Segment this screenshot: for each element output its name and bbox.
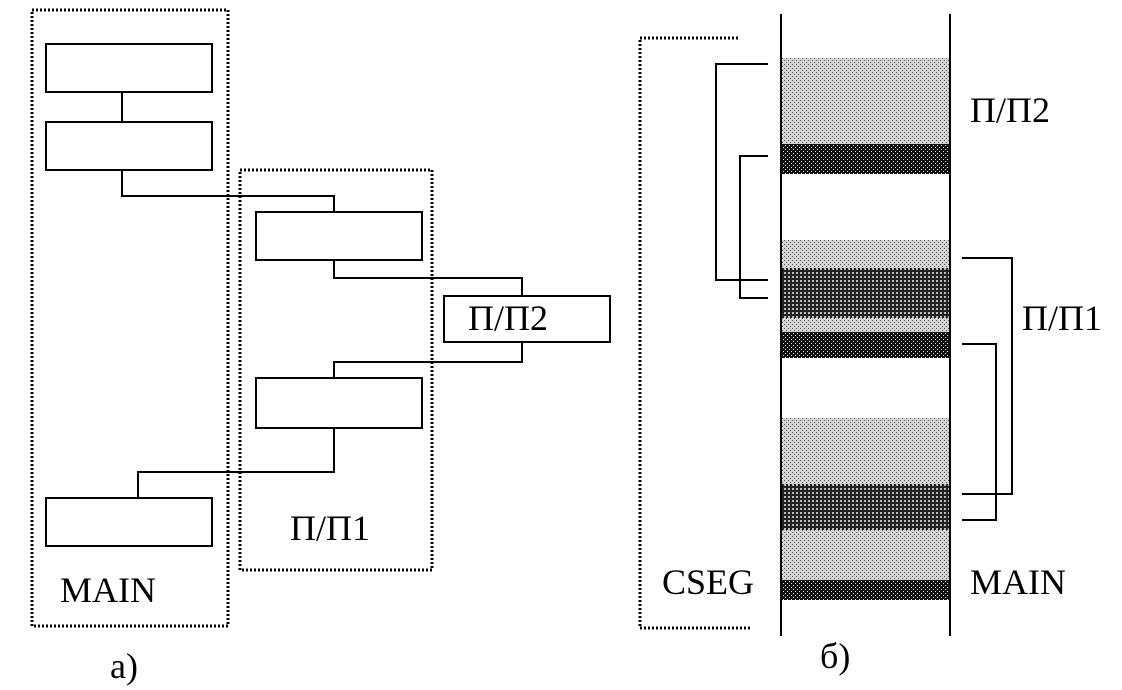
- pp1-module-frame: [238, 168, 434, 572]
- pp1-block-2: [255, 377, 423, 429]
- connector-pp1-to-pp2: [333, 260, 523, 296]
- diagram-a: П/П2 П/П1 MAIN а): [30, 8, 611, 686]
- main-block-3: [45, 497, 213, 547]
- caption-b: б): [820, 636, 850, 676]
- pp2-label: П/П2: [970, 90, 1050, 130]
- pp1-block-1: [255, 211, 423, 261]
- bracket-right-outer: [962, 257, 1013, 495]
- main-module-frame: [30, 8, 230, 628]
- segment-pp2-light: [782, 58, 950, 144]
- main-label: MAIN: [60, 570, 156, 610]
- main-label: MAIN: [970, 562, 1066, 602]
- segment-main-light-bottom: [782, 530, 950, 580]
- diagram-b: П/П2 П/П1 CSEG MAIN б): [638, 14, 1102, 676]
- bracket-right-inner: [962, 343, 997, 521]
- pp2-label: П/П2: [468, 298, 548, 338]
- segment-main-light-top: [782, 418, 950, 484]
- segment-pp1-light-top: [782, 240, 950, 268]
- segment-pp2-dark: [782, 144, 950, 174]
- segment-pp1-grid: [782, 268, 950, 318]
- bracket-left-inner: [739, 155, 768, 299]
- bracket-left-outer: [715, 63, 768, 281]
- segment-pp1-light-mid: [782, 318, 950, 332]
- main-block-1: [45, 43, 213, 93]
- pp2-block: [443, 295, 611, 343]
- segment-main-dark: [782, 580, 950, 600]
- main-block-2: [45, 121, 213, 171]
- pp1-label: П/П1: [1022, 298, 1102, 338]
- segment-pp1-dark: [782, 332, 950, 358]
- pp1-label: П/П1: [290, 508, 370, 548]
- cseg-label: CSEG: [662, 562, 754, 602]
- segment-main-grid: [782, 484, 950, 530]
- connector-pp2-to-pp1: [333, 342, 523, 378]
- connector-pp1-to-main: [137, 428, 335, 498]
- connector-main-to-pp1: [121, 170, 335, 212]
- caption-a: а): [110, 646, 138, 686]
- cseg-bracket: [638, 36, 752, 630]
